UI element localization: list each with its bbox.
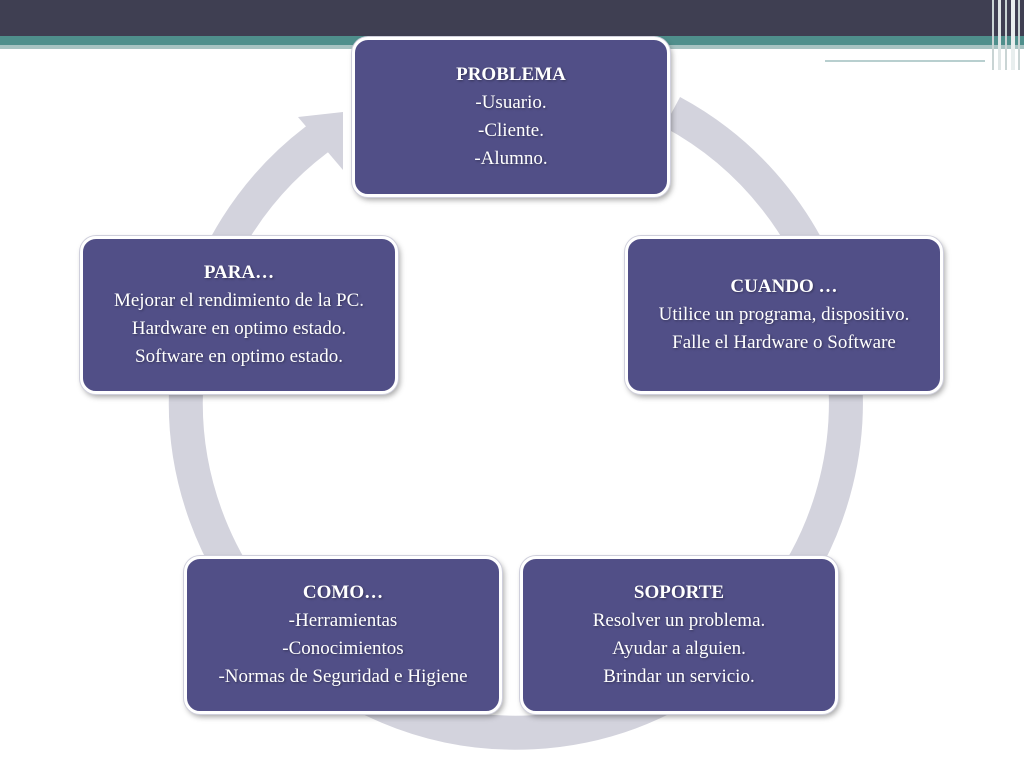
node-cuando-line: Falle el Hardware o Software	[672, 332, 896, 353]
node-cuando: CUANDO … Utilice un programa, dispositiv…	[625, 236, 943, 394]
node-cuando-title: CUANDO …	[730, 276, 838, 297]
node-soporte-line: Resolver un problema.	[592, 610, 766, 631]
node-como: COMO… -Herramientas -Conocimientos -Norm…	[184, 556, 502, 714]
node-para: PARA… Mejorar el rendimiento de la PC. H…	[80, 236, 398, 394]
decorative-vertical-lines	[992, 0, 1020, 70]
node-como-line: -Herramientas	[288, 610, 398, 631]
node-como-title: COMO…	[302, 582, 384, 603]
node-problema-title: PROBLEMA	[456, 64, 566, 85]
node-problema: PROBLEMA -Usuario. -Cliente. -Alumno.	[352, 37, 670, 197]
decorative-line	[825, 60, 985, 62]
node-problema-line: -Usuario.	[475, 92, 547, 113]
node-soporte-title: SOPORTE	[633, 582, 725, 603]
node-cuando-line: Utilice un programa, dispositivo.	[658, 304, 910, 325]
node-para-line: Software en optimo estado.	[135, 346, 343, 367]
node-para-line: Mejorar el rendimiento de la PC.	[113, 290, 365, 311]
node-para-line: Hardware en optimo estado.	[131, 318, 347, 339]
node-soporte-line: Ayudar a alguien.	[612, 638, 746, 659]
node-para-title: PARA…	[203, 262, 275, 283]
node-problema-line: -Cliente.	[478, 120, 544, 141]
node-problema-line: -Alumno.	[474, 148, 548, 169]
node-soporte-line: Brindar un servicio.	[603, 666, 755, 687]
node-como-line: -Conocimientos	[282, 638, 404, 659]
slide-header-bar	[0, 0, 1024, 36]
node-como-line: -Normas de Seguridad e Higiene	[218, 666, 468, 687]
node-soporte: SOPORTE Resolver un problema. Ayudar a a…	[520, 556, 838, 714]
cycle-arrowhead	[298, 112, 343, 170]
